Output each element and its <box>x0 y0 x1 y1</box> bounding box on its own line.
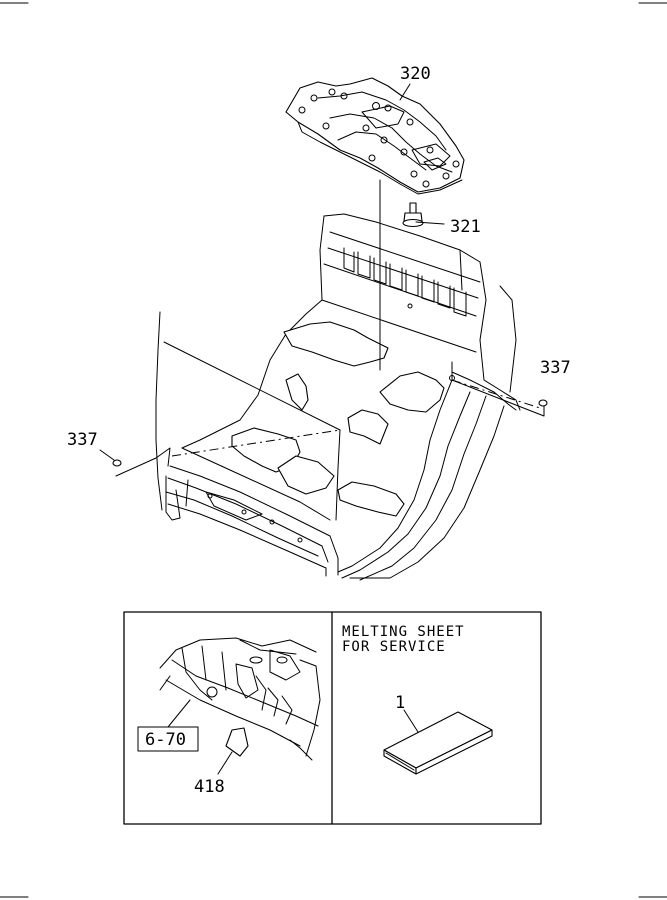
floor-mat-rear-right <box>379 371 445 413</box>
floor-mat-rear-left <box>283 321 389 367</box>
plug-337-right <box>538 399 548 407</box>
ref-6-70: 6-70 <box>145 730 186 750</box>
insulator-320 <box>285 77 465 195</box>
floor-mat-front-center <box>277 455 335 495</box>
inset-box: 6-70 418 MELTING SHEET FOR SERVICE 1 <box>123 611 542 825</box>
callout-321: 321 <box>450 217 481 237</box>
callout-320: 320 <box>400 64 431 84</box>
callout-418: 418 <box>194 777 225 797</box>
floor-mat-side <box>285 373 309 411</box>
clip-321 <box>402 202 424 228</box>
callout-337-left: 337 <box>67 430 98 450</box>
plug-337-left <box>112 459 122 467</box>
insulator-holes <box>298 88 460 188</box>
floor-mat-center <box>347 409 389 445</box>
floor-panel <box>155 213 521 581</box>
inset-note-line1: MELTING SHEET <box>342 624 465 640</box>
callout-337-right: 337 <box>540 358 571 378</box>
rear-wall-pockets <box>343 247 467 317</box>
floor-mat-front-right <box>337 481 405 517</box>
leader-lines <box>115 83 545 477</box>
melting-sheet-418 <box>225 727 249 757</box>
inset-note-line2: FOR SERVICE <box>342 639 446 655</box>
callout-1: 1 <box>395 693 405 713</box>
melting-sheet-1 <box>383 711 493 775</box>
inset-body-detail <box>159 637 321 761</box>
